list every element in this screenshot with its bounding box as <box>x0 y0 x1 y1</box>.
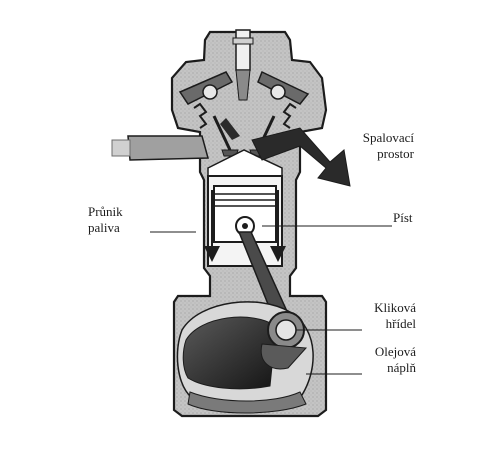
blow-by-arrows <box>204 190 286 262</box>
label-klikova-hridel-line2: hřídel <box>385 316 416 331</box>
leader-lines <box>150 225 392 375</box>
label-klikova-hridel-line1: Kliková <box>374 300 416 315</box>
label-olejova-napln-line1: Olejová <box>374 344 416 359</box>
label-pist: Píst <box>393 210 413 225</box>
label-olejova-napln-line2: náplň <box>387 360 416 375</box>
label-prunik-paliva: Průnik paliva <box>88 204 123 236</box>
crankshaft <box>260 311 308 370</box>
combustion-chamber <box>207 149 283 177</box>
label-spalovaci-prostor: Spalovací prostor <box>352 130 414 162</box>
label-klikova-hridel: Kliková hřídel <box>364 300 416 332</box>
exhaust-flow-arrows <box>220 118 351 187</box>
label-spalovaci-prostor-line2: prostor <box>377 146 414 161</box>
spark-plug <box>232 29 254 101</box>
label-spalovaci-prostor-line1: Spalovací <box>362 130 414 145</box>
label-prunik-paliva-line1: Průnik <box>88 204 123 219</box>
valve-train <box>178 70 310 157</box>
label-prunik-paliva-line2: paliva <box>88 220 120 235</box>
label-olejova-napln: Olejová náplň <box>364 344 416 376</box>
